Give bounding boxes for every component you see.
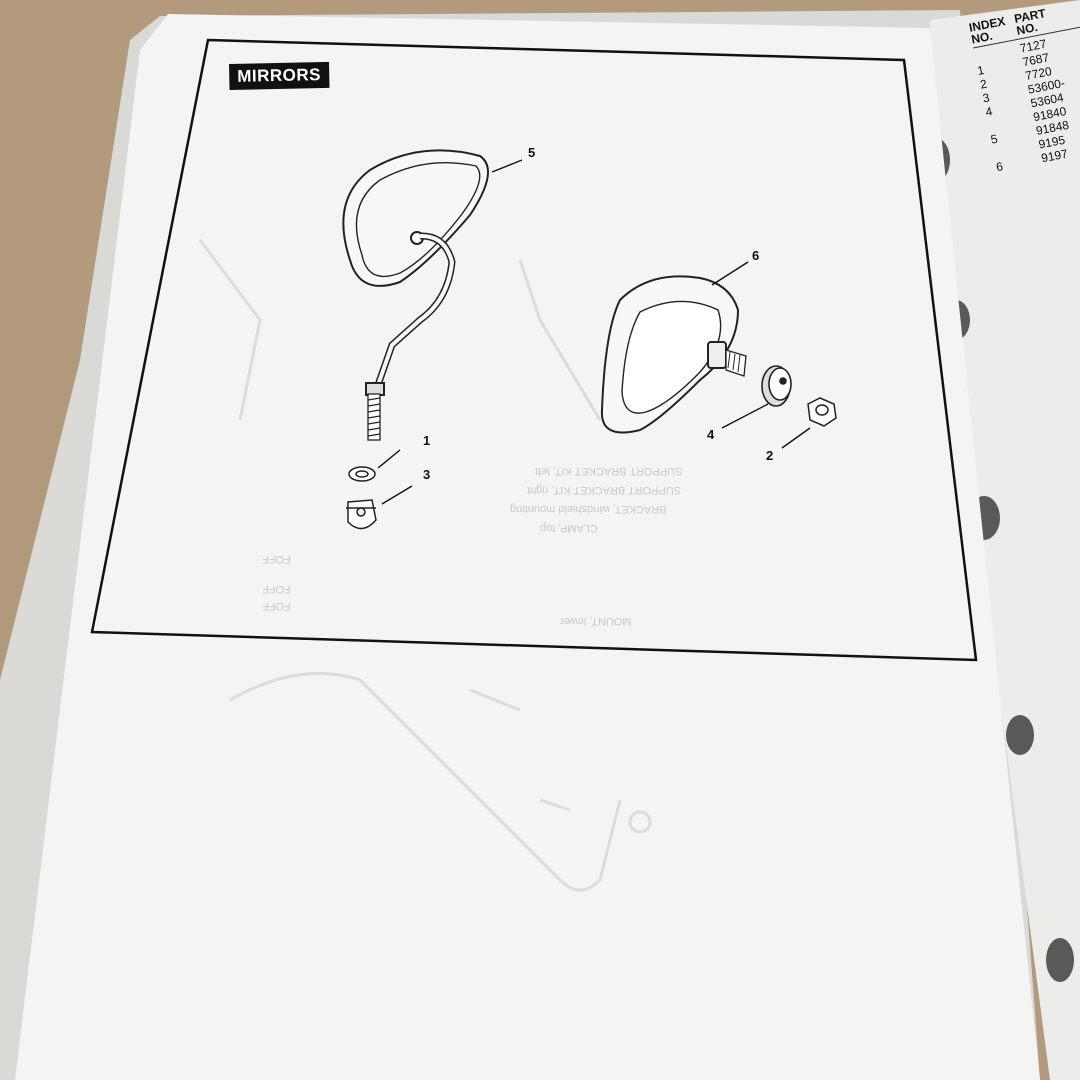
mirror-assembly-6 — [600, 275, 747, 434]
bleed-text: BRACKET, windshield mounting — [510, 503, 667, 515]
diagram-frame — [90, 38, 978, 662]
callout-5: 5 — [528, 145, 536, 160]
acorn-nut-3 — [346, 499, 377, 530]
callout-2: 2 — [766, 448, 774, 463]
callout-3: 3 — [423, 467, 431, 482]
right-page — [930, 0, 1080, 1080]
star-washer-1 — [348, 466, 376, 482]
leader-lines — [377, 159, 811, 505]
part-no-header: NO. — [1015, 19, 1039, 38]
section-title: MIRRORS — [229, 61, 330, 90]
bleed-text: MOUNT, lower — [560, 615, 632, 627]
bleed-text: FOFF — [262, 600, 291, 612]
hex-nut-2 — [807, 397, 837, 427]
main-page — [15, 14, 1040, 1080]
clamp-washer-4 — [761, 365, 792, 407]
bleed-text: SUPPORT BRACKET KIT, left — [535, 465, 683, 477]
bleed-text: CLAMP, top — [540, 522, 598, 534]
bleed-through-lines — [198, 239, 652, 892]
bleed-text: SUPPORT BRACKET KIT, right — [527, 484, 682, 496]
bleed-text: FOFF — [262, 553, 291, 565]
bleed-text: FOFF — [262, 583, 291, 595]
callout-6: 6 — [752, 248, 760, 263]
callout-4: 4 — [707, 427, 715, 442]
callout-1: 1 — [423, 433, 431, 448]
mirror-assembly-5 — [342, 149, 489, 441]
